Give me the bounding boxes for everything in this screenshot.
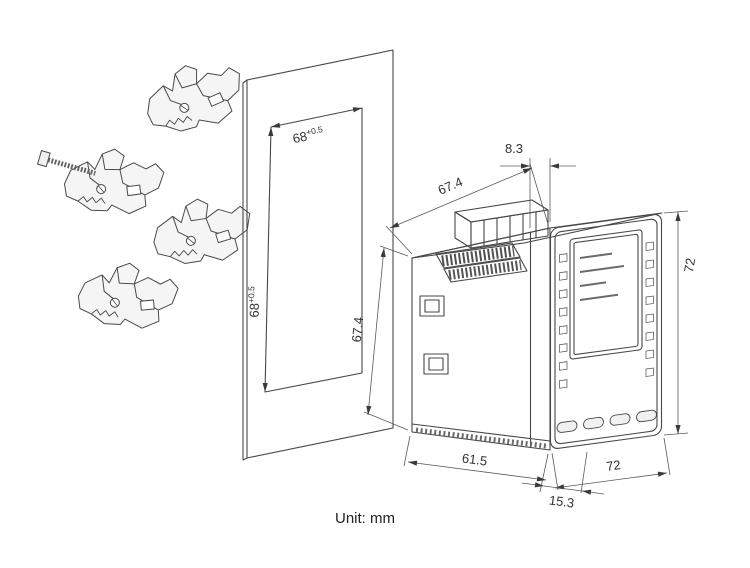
dimension-bezel-depth: 8.3	[500, 141, 576, 228]
led-indicator-column-left	[559, 253, 568, 389]
unit-label: Unit: mm	[335, 510, 395, 527]
dim-label-front-width: 72	[605, 457, 621, 474]
meter-front-face	[549, 213, 663, 449]
dim-label-body-depth: 61.5	[461, 450, 488, 468]
display-window	[569, 229, 643, 360]
mounting-clips	[36, 54, 255, 333]
mounting-clip-2	[61, 144, 167, 217]
terminal-strip	[435, 242, 528, 283]
panel-cutout	[264, 107, 363, 393]
dim-label-cutout-width: 68+0.5	[291, 124, 325, 146]
dimension-front-height: 72	[663, 210, 698, 436]
meter-left-face	[411, 227, 551, 451]
dim-label-body-height: 67.4	[349, 316, 366, 343]
dim-label-cutout-height: 68+0.5	[246, 286, 263, 318]
dim-label-front-height: 72	[681, 257, 698, 274]
dimension-terminal-depth: 15.3	[521, 451, 605, 511]
side-connector-1	[419, 295, 445, 317]
mounting-clip-4	[74, 257, 181, 333]
dimension-body-width: 67.4	[385, 163, 549, 255]
dimension-front-width: 72	[551, 437, 671, 491]
meter-body	[411, 199, 663, 451]
led-indicator-column-right	[645, 241, 654, 377]
front-buttons	[556, 409, 657, 433]
dimension-cutout-width: 68+0.5	[271, 107, 362, 146]
dim-label-terminal-depth: 15.3	[548, 492, 575, 510]
panel-plate	[242, 49, 394, 461]
display-graphic	[580, 252, 624, 301]
mounting-clip-3	[149, 194, 255, 267]
side-connector-2	[423, 353, 449, 375]
dimension-cutout-height: 68+0.5	[246, 127, 274, 392]
dim-label-bezel-depth: 8.3	[505, 141, 523, 156]
terminal-connector-block	[454, 199, 549, 249]
mounting-clip-1	[139, 54, 250, 138]
dimension-body-height: 67.4	[349, 245, 409, 431]
clip-adjust-screw	[36, 150, 96, 176]
dim-label-body-width: 67.4	[436, 174, 465, 198]
